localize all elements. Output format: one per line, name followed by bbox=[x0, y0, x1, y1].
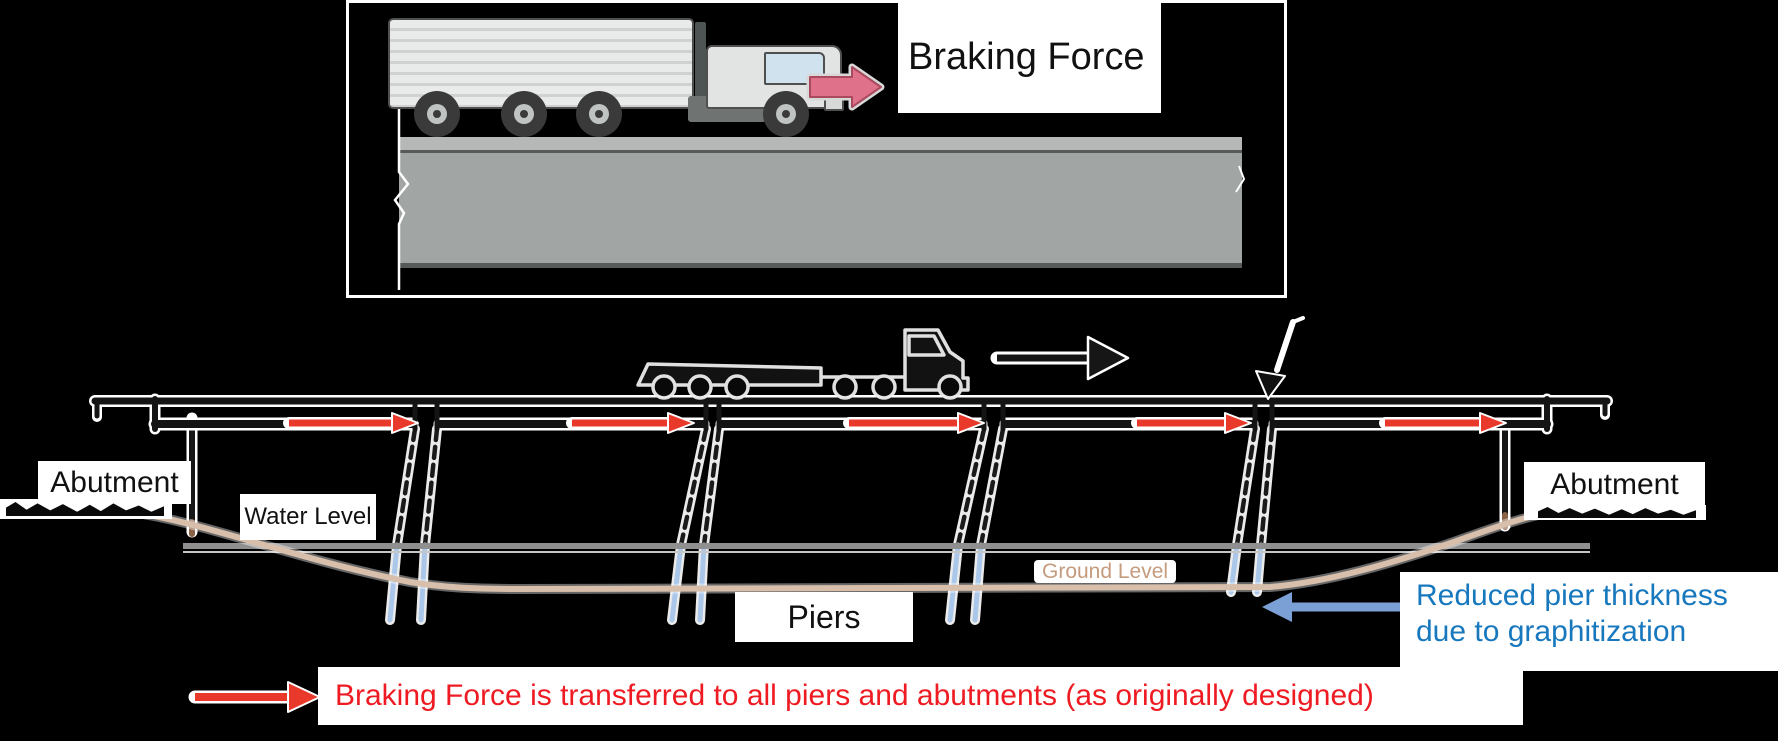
top-deck-girder bbox=[399, 137, 1242, 268]
caption-arrow-icon bbox=[188, 681, 321, 713]
abutment-stems bbox=[186, 412, 1511, 538]
right-torn-edge bbox=[1524, 505, 1706, 520]
piers-label-box: Piers bbox=[735, 592, 913, 642]
truck-wheel bbox=[576, 91, 622, 137]
joint-down-arrow-icon bbox=[1255, 316, 1305, 400]
right-break-line bbox=[1235, 165, 1246, 193]
ground-level-label-box: Ground Level bbox=[1034, 559, 1177, 583]
piers-label: Piers bbox=[787, 598, 861, 635]
reduced-pier-arrow-icon bbox=[1262, 592, 1402, 622]
left-break-line bbox=[393, 95, 410, 290]
caption-text: Braking Force is transferred to all pier… bbox=[335, 679, 1374, 712]
reduced-pier-note-line1: Reduced pier thickness bbox=[1416, 579, 1728, 612]
truck-exhaust-stack bbox=[695, 22, 706, 102]
water-level-label: Water Level bbox=[244, 503, 372, 530]
abutment-right-label: Abutment bbox=[1550, 468, 1679, 501]
force-transfer-arrow-icon bbox=[283, 412, 1507, 434]
top-deck-bottom-edge bbox=[399, 263, 1242, 268]
pier-bearings bbox=[412, 401, 1275, 432]
truck-wheel bbox=[414, 91, 460, 137]
abutment-right-label-box: Abutment bbox=[1524, 462, 1705, 508]
ground-level-label: Ground Level bbox=[1042, 559, 1169, 583]
top-deck-surface bbox=[399, 137, 1242, 150]
water-level-line bbox=[183, 543, 1590, 553]
top-deck-edge bbox=[399, 150, 1242, 153]
direction-arrow-icon bbox=[990, 335, 1130, 381]
ghost-truck bbox=[636, 328, 970, 400]
abutment-left-label: Abutment bbox=[50, 465, 179, 499]
left-torn-edge bbox=[0, 499, 172, 519]
braking-force-label-box: Braking Force bbox=[898, 2, 1161, 113]
truck-wheel bbox=[501, 91, 547, 137]
caption-box: Braking Force is transferred to all pier… bbox=[318, 667, 1523, 725]
water-level-label-box: Water Level bbox=[240, 494, 376, 540]
ground-level-curve bbox=[138, 507, 1558, 595]
braking-force-label: Braking Force bbox=[908, 36, 1145, 78]
reduced-pier-note-box: Reduced pier thickness due to graphitiza… bbox=[1400, 572, 1778, 671]
reduced-pier-note-line2: due to graphitization bbox=[1416, 615, 1687, 648]
abutment-left-label-box: Abutment bbox=[38, 461, 191, 504]
truck-wheel bbox=[763, 91, 809, 137]
